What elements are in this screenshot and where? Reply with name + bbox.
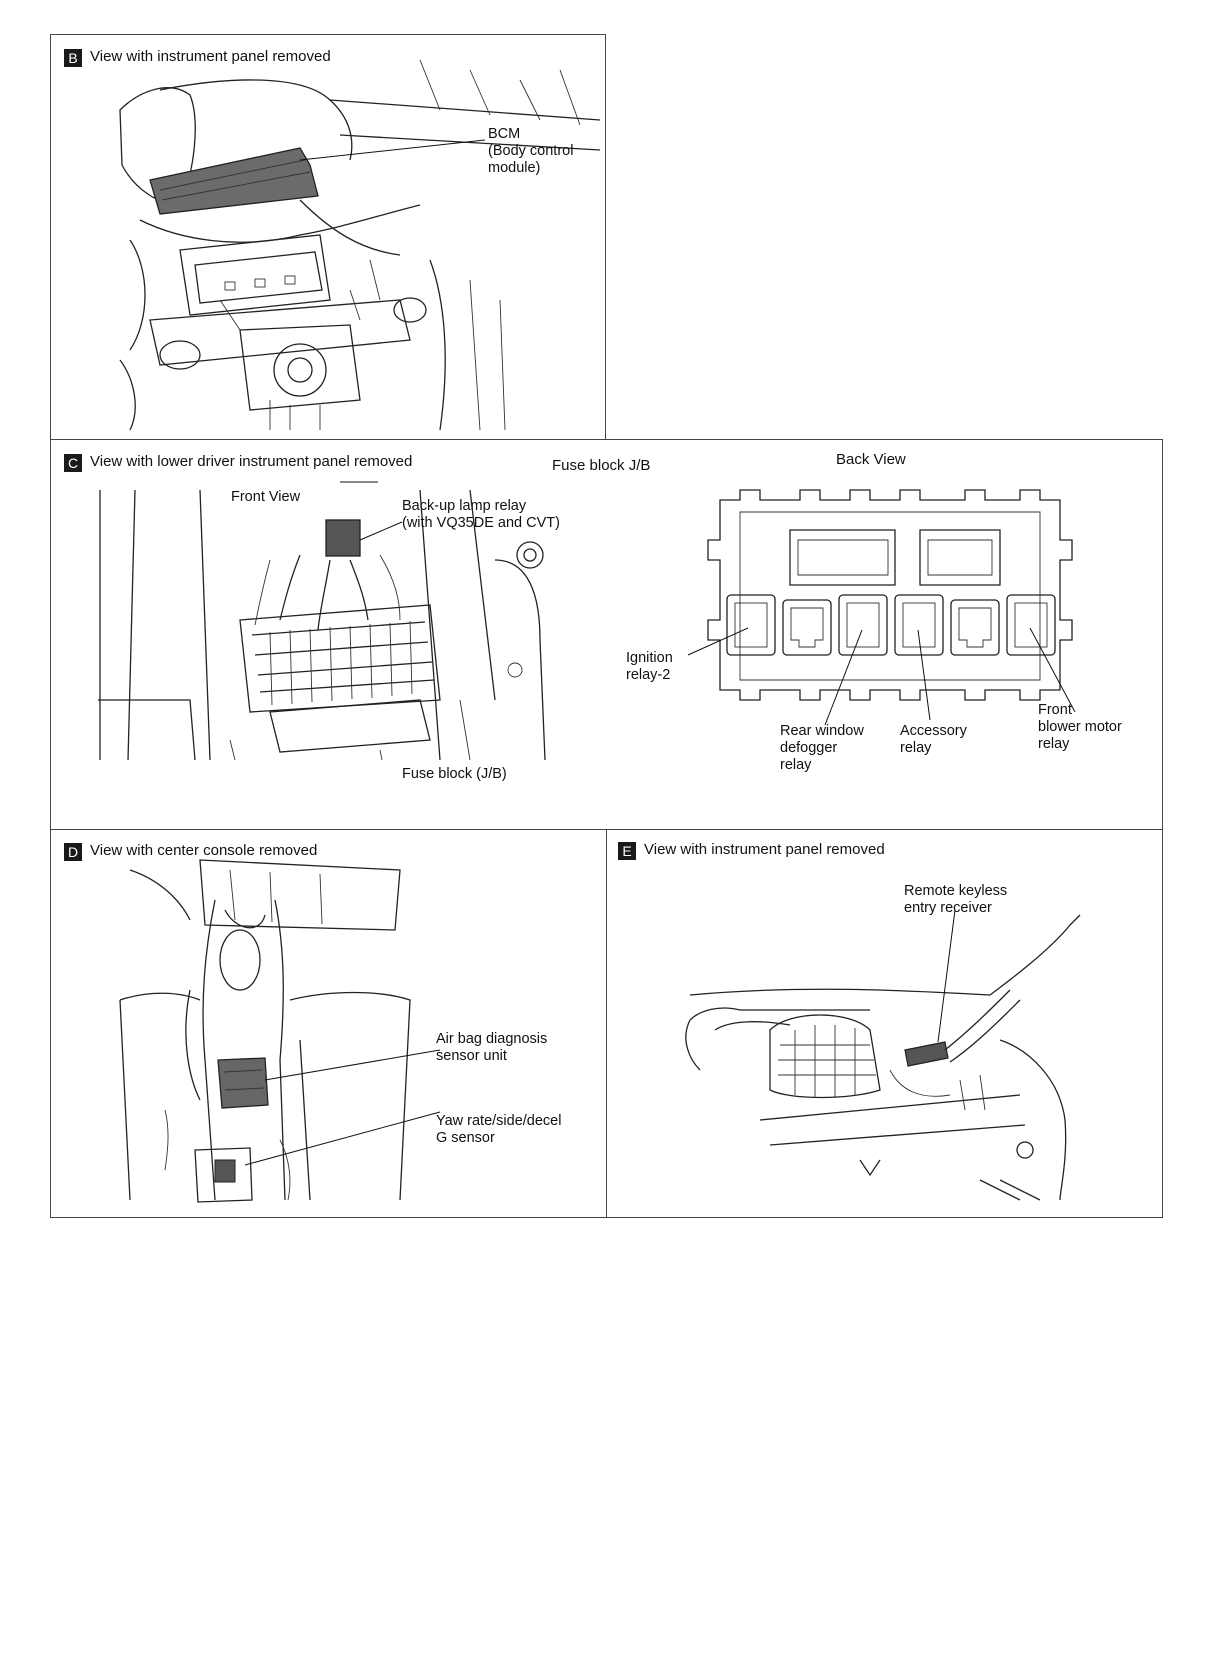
panel-b-title-text: View with instrument panel removed <box>90 48 331 65</box>
panel-c-front-illustration <box>98 481 546 761</box>
panel-c-badge: C <box>64 454 82 472</box>
panel-d-frame <box>50 829 607 1218</box>
rear-window-defogger-relay-label: Rear window defogger relay <box>780 723 864 773</box>
panel-e-illustration <box>685 909 1081 1201</box>
panel-e-title: E View with instrument panel removed <box>618 841 885 860</box>
back-view-title: Back View <box>836 451 906 468</box>
panel-c-title-text: View with lower driver instrument panel … <box>90 453 413 470</box>
panel-c-back-illustration <box>687 489 1076 726</box>
panel-d-title-text: View with center console removed <box>90 842 318 859</box>
panel-c-title: C View with lower driver instrument panel… <box>64 453 412 472</box>
panel-b-title: B View with instrument panel removed <box>64 48 331 67</box>
backup-lamp-relay-label: Back-up lamp relay (with VQ35DE and CVT) <box>402 498 560 531</box>
panel-d-badge: D <box>64 843 82 861</box>
bcm-label: BCM (Body control module) <box>488 126 574 176</box>
ignition-relay-2-label: Ignition relay-2 <box>626 650 673 683</box>
panel-b-frame <box>50 34 606 440</box>
panel-d-title: D View with center console removed <box>64 842 317 861</box>
panel-b-illustration <box>119 59 601 431</box>
front-blower-motor-relay-label: Front blower motor relay <box>1038 702 1122 752</box>
keyless-entry-receiver-label: Remote keyless entry receiver <box>904 883 1008 916</box>
fuse-block-title: Fuse block J/B <box>552 457 651 474</box>
panel-d-illustration <box>119 859 441 1203</box>
panel-e-title-text: View with instrument panel removed <box>644 841 885 858</box>
panel-c-frame <box>50 439 1163 830</box>
front-view-label: Front View <box>231 489 301 505</box>
panel-e-frame <box>606 829 1163 1218</box>
yaw-rate-sensor-label: Yaw rate/side/decel G sensor <box>436 1113 562 1146</box>
panel-b-badge: B <box>64 49 82 67</box>
accessory-relay-label: Accessory relay <box>900 723 967 756</box>
fuse-block-jb-label: Fuse block (J/B) <box>402 766 507 782</box>
panel-e-badge: E <box>618 842 636 860</box>
airbag-diagnosis-sensor-label: Air bag diagnosis sensor unit <box>436 1031 548 1064</box>
